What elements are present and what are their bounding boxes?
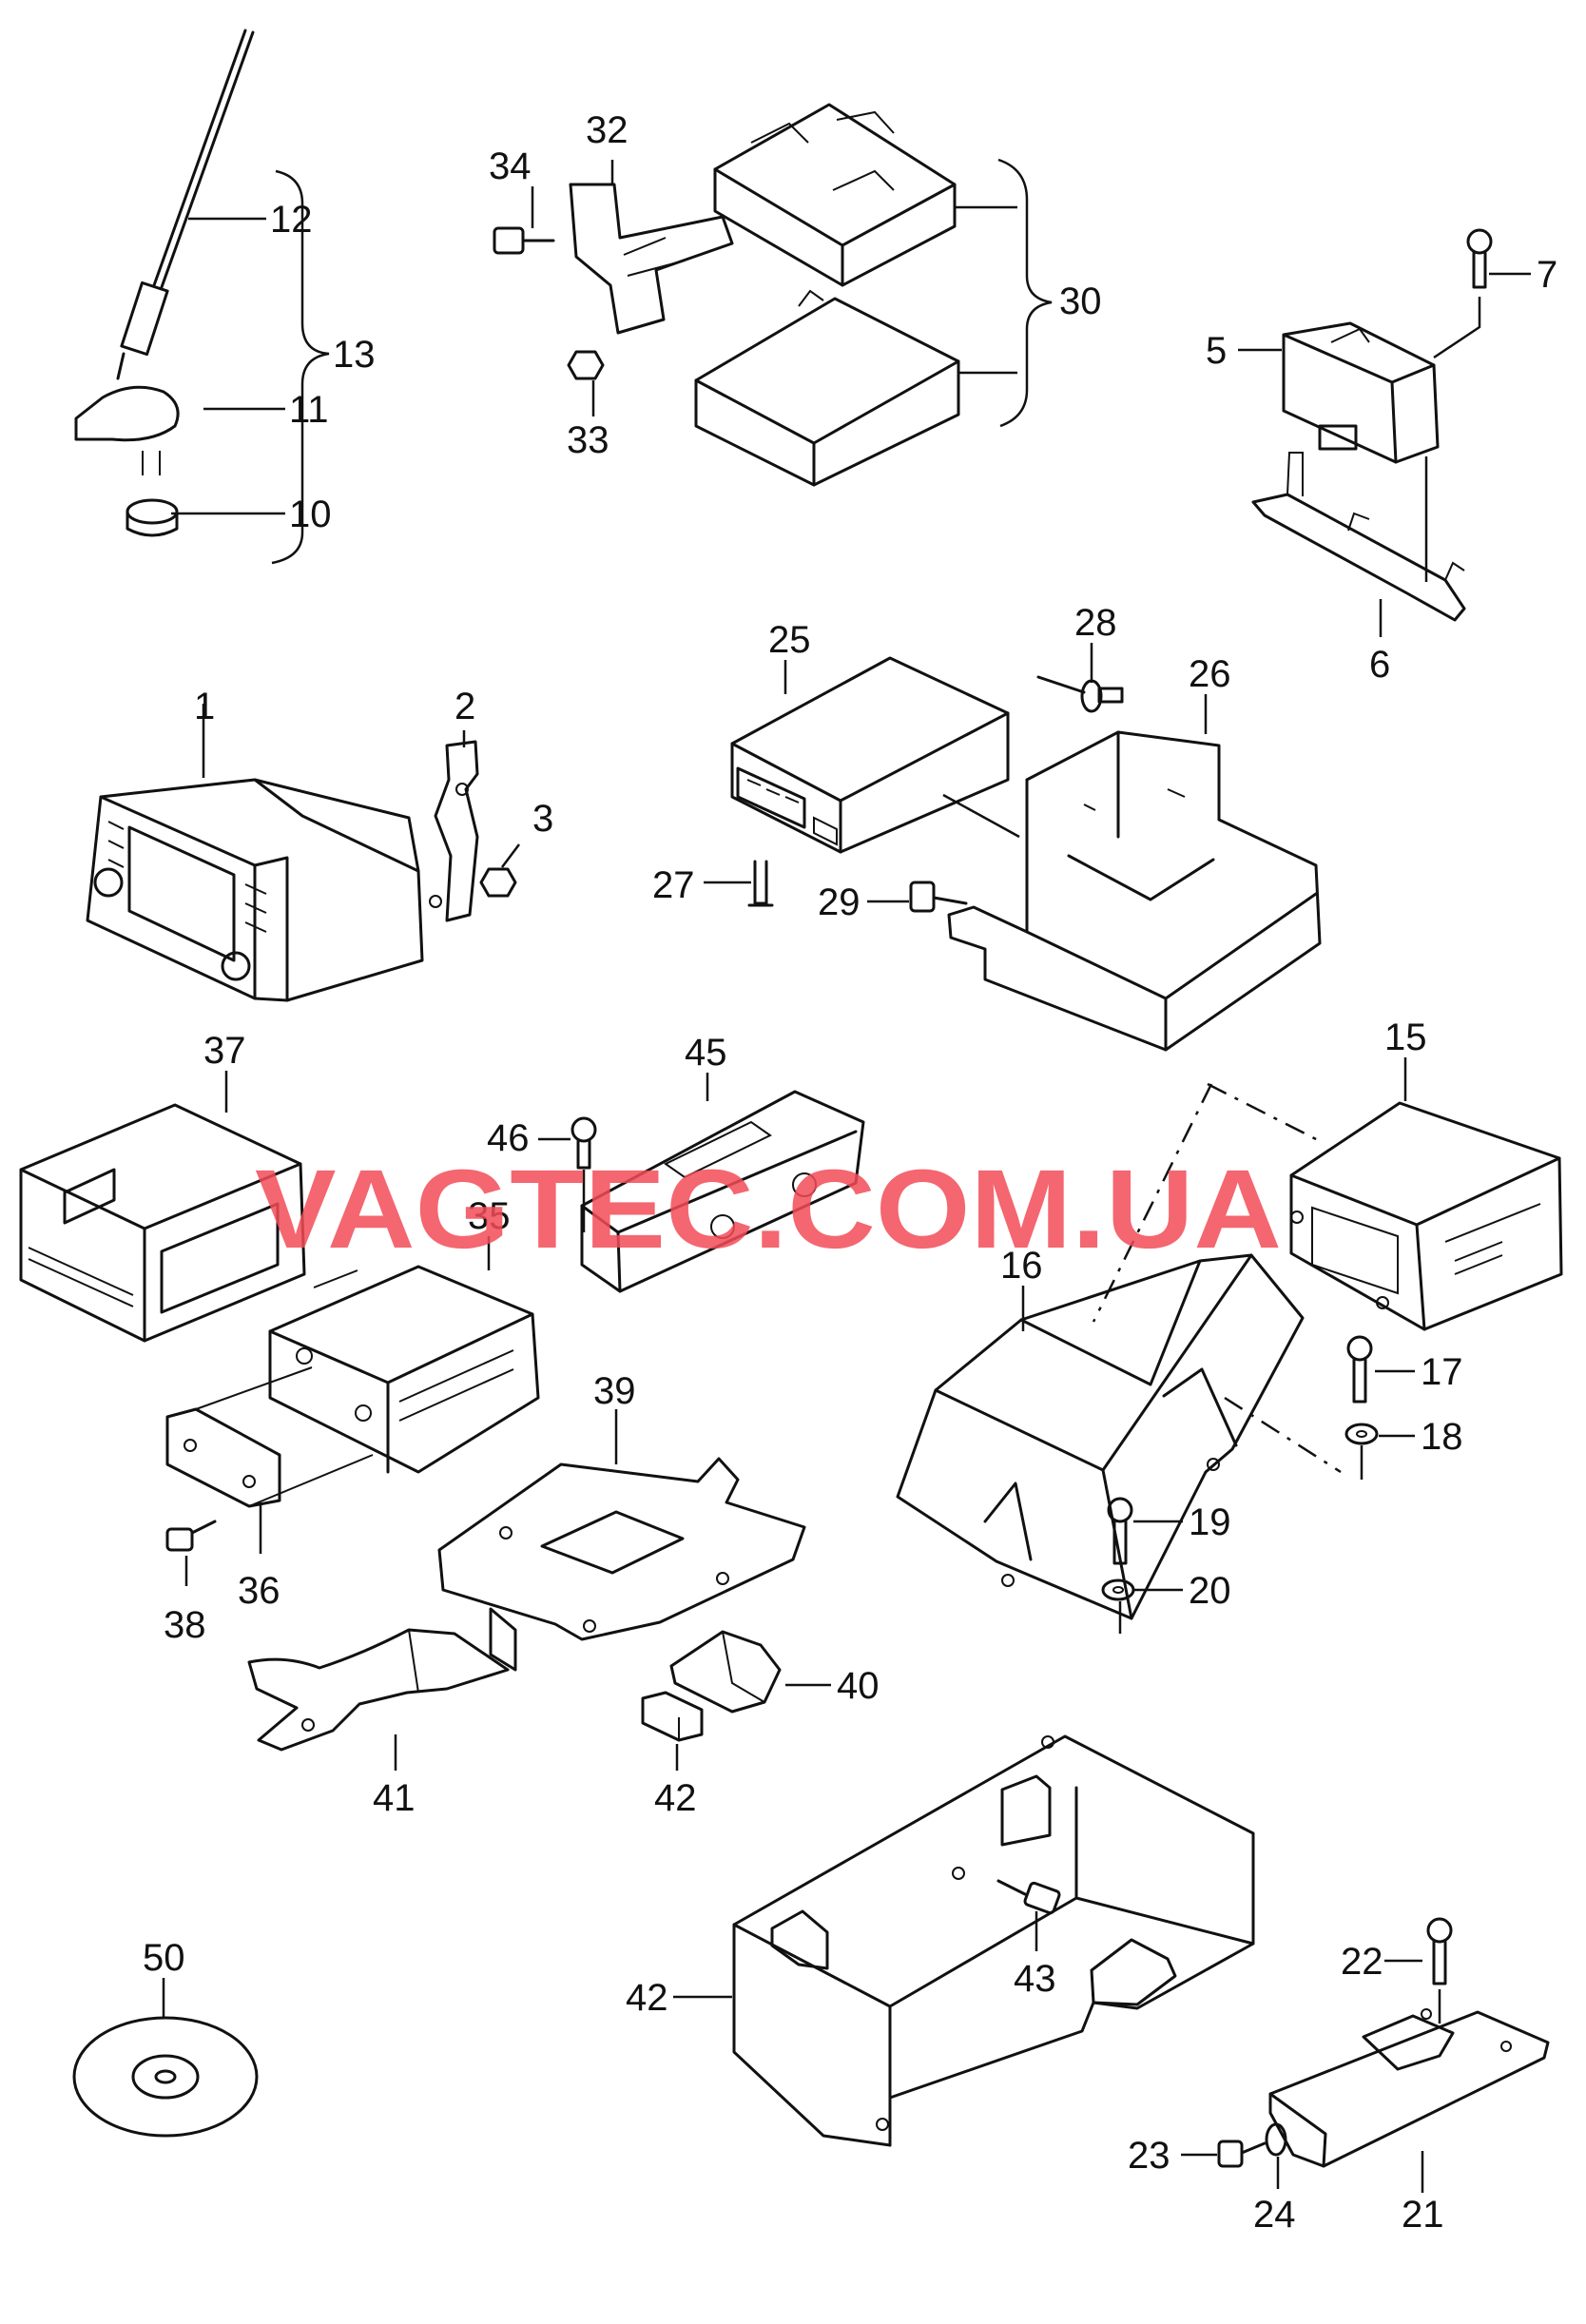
callout-1: 1 (194, 686, 215, 727)
callout-21: 21 (1402, 2194, 1444, 2236)
callout-43: 43 (1014, 1958, 1056, 2000)
callout-36: 36 (238, 1570, 280, 1612)
clip-40[interactable] (669, 1630, 782, 1714)
module-30-lower[interactable] (694, 289, 960, 487)
callout-29: 29 (818, 881, 861, 923)
mechanism-35[interactable] (268, 1265, 540, 1474)
callout-23: 23 (1128, 2135, 1170, 2177)
callout-45: 45 (685, 1032, 727, 1074)
base-plate-21[interactable] (1268, 2008, 1550, 2168)
callout-32: 32 (586, 109, 629, 151)
callout-5: 5 (1206, 330, 1227, 372)
module-45[interactable] (580, 1090, 865, 1293)
disc-50[interactable] (72, 2016, 259, 2138)
callout-20: 20 (1189, 1570, 1231, 1612)
antenna-base[interactable] (74, 385, 180, 475)
callout-26: 26 (1189, 653, 1231, 695)
callout-17: 17 (1421, 1351, 1463, 1393)
callout-7: 7 (1537, 254, 1557, 296)
callout-12: 12 (270, 199, 313, 241)
screw-46[interactable] (571, 1116, 597, 1170)
callout-25: 25 (768, 619, 811, 661)
callout-46: 46 (487, 1117, 530, 1159)
washer-20[interactable] (1101, 1578, 1135, 1601)
callout-28: 28 (1074, 602, 1117, 644)
callout-40: 40 (837, 1665, 880, 1707)
callout-10: 10 (289, 494, 332, 535)
washer-24[interactable] (1265, 2122, 1287, 2157)
callout-19: 19 (1189, 1501, 1231, 1543)
carrier-42[interactable] (732, 1734, 1255, 2147)
washer-18[interactable] (1344, 1423, 1379, 1445)
screw-7[interactable] (1466, 228, 1493, 289)
callout-30: 30 (1059, 281, 1102, 322)
bracket-36[interactable] (165, 1407, 281, 1508)
callout-11: 11 (289, 389, 329, 431)
callout-35: 35 (468, 1195, 511, 1237)
callout-27: 27 (652, 864, 695, 906)
callout-2: 2 (455, 686, 475, 727)
callout-33: 33 (567, 419, 609, 461)
bolt-34[interactable] (493, 226, 555, 255)
holder-26[interactable] (947, 730, 1322, 1052)
callout-34: 34 (489, 145, 532, 187)
callout-41: 41 (373, 1777, 416, 1819)
screw-17[interactable] (1346, 1335, 1373, 1404)
bracket-2[interactable] (429, 740, 479, 922)
bracket-41[interactable] (247, 1628, 510, 1752)
callout-16: 16 (1000, 1245, 1043, 1287)
bracket-39[interactable] (437, 1457, 806, 1672)
callout-50: 50 (143, 1937, 185, 1979)
watermark: VAGTEC.COM.UA (255, 1147, 1282, 1272)
rivet-28[interactable] (1036, 675, 1124, 713)
bracket-32[interactable] (569, 183, 734, 335)
bracket-6[interactable] (1251, 452, 1466, 622)
callout-6: 6 (1369, 644, 1390, 686)
clip-42-small[interactable] (641, 1691, 704, 1742)
nut-33[interactable] (567, 350, 605, 380)
callout-13: 13 (333, 334, 376, 376)
callout-24: 24 (1253, 2194, 1296, 2236)
control-unit-25[interactable] (730, 656, 1010, 854)
callout-42-bottom: 42 (626, 1977, 668, 2019)
screw-23[interactable] (1217, 2140, 1267, 2168)
callout-18: 18 (1421, 1416, 1463, 1458)
callout-37: 37 (203, 1030, 246, 1072)
screw-38[interactable] (165, 1520, 217, 1552)
callout-39: 39 (593, 1370, 636, 1412)
player-15[interactable] (1289, 1101, 1563, 1331)
antenna-nut[interactable] (126, 498, 179, 537)
callout-38: 38 (164, 1604, 206, 1646)
callout-15: 15 (1384, 1017, 1427, 1058)
cd-changer-37[interactable] (19, 1103, 306, 1343)
screw-27[interactable] (747, 860, 774, 907)
callout-42-top: 42 (654, 1777, 697, 1819)
screw-29[interactable] (909, 881, 968, 913)
antenna-rod[interactable] (116, 29, 255, 380)
module-30-upper[interactable] (713, 103, 957, 287)
screw-22[interactable] (1426, 1917, 1453, 1985)
holder-16[interactable] (896, 1253, 1305, 1620)
nut-3[interactable] (479, 867, 517, 898)
navigation-unit-1[interactable] (86, 778, 424, 1027)
screw-43[interactable] (996, 1879, 1061, 1915)
callout-22: 22 (1341, 1941, 1383, 1983)
module-5[interactable] (1282, 321, 1440, 464)
screw-19[interactable] (1107, 1497, 1133, 1565)
callout-3: 3 (532, 798, 553, 840)
